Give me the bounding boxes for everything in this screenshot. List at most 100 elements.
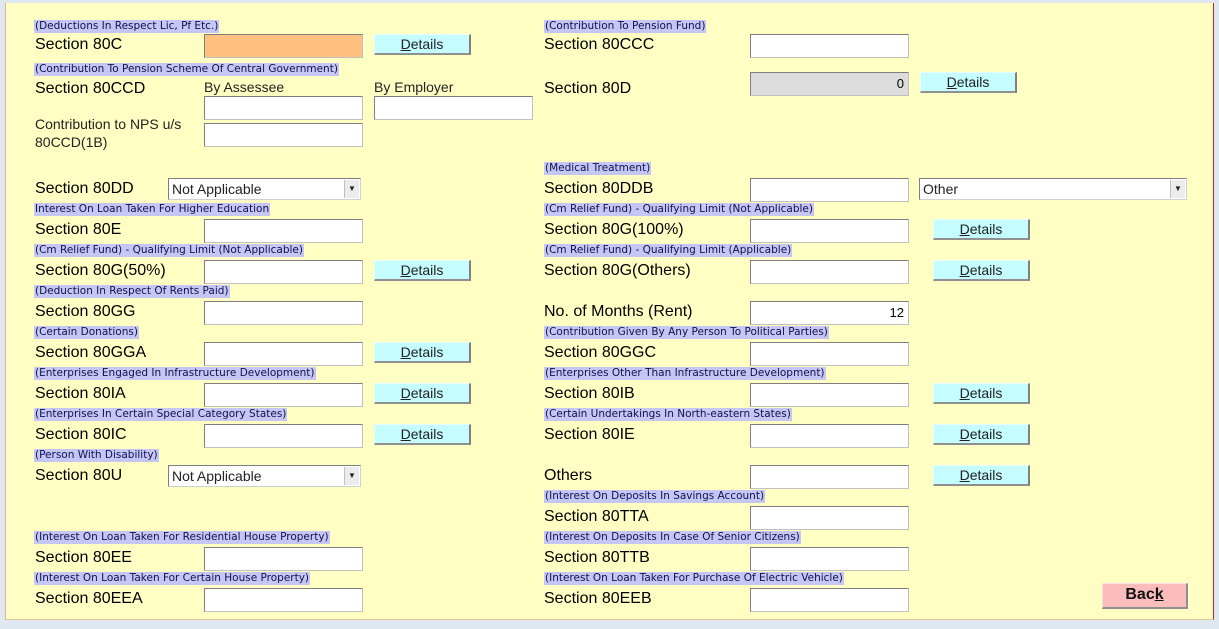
details-button-80c[interactable]: Details (374, 34, 471, 55)
label-section-80ttb: Section 80TTB (544, 549, 650, 566)
details-button-section-80g-others[interactable]: Details (933, 260, 1030, 281)
label-section-80ee: Section 80EE (35, 549, 132, 566)
label-section-80eea: Section 80EEA (35, 590, 143, 607)
chevron-down-icon[interactable]: ▼ (1170, 180, 1185, 198)
input-80ccd-by-assessee[interactable] (204, 96, 363, 120)
details-button-section-80g-50[interactable]: Details (374, 260, 471, 281)
hint-section-80g-50: (Cm Relief Fund) - Qualifying Limit (Not… (34, 244, 304, 257)
input-80ccd-1b[interactable] (204, 123, 363, 147)
details-label: Details (959, 262, 1003, 278)
label-section-80ic: Section 80IC (35, 426, 127, 443)
label-section-80gg: Section 80GG (35, 303, 136, 320)
details-label: Details (946, 74, 990, 90)
input-section-80ic[interactable] (204, 424, 363, 448)
details-button-section-80gga[interactable]: Details (374, 342, 471, 363)
input-80ccc[interactable] (750, 34, 909, 58)
label-section-80ib: Section 80IB (544, 385, 635, 402)
details-label: Details (959, 467, 1003, 483)
hint-section-80gg: (Deduction In Respect Of Rents Paid) (34, 285, 230, 298)
input-section-80e[interactable] (204, 219, 363, 243)
input-section-80eea[interactable] (204, 588, 363, 612)
details-button-others[interactable]: Details (933, 465, 1030, 486)
details-button-section-80ia[interactable]: Details (374, 383, 471, 404)
details-label: Details (959, 426, 1003, 442)
hint-section-80gga: (Certain Donations) (34, 326, 139, 339)
label-section-80ie: Section 80IE (544, 426, 635, 443)
input-section-80ib[interactable] (750, 383, 909, 407)
input-section-80tta[interactable] (750, 506, 909, 530)
label-section-80g-50: Section 80G(50%) (35, 262, 166, 279)
hint-section-80ie: (Certain Undertakings In North-eastern S… (544, 408, 792, 421)
hint-section-80ddb: (Medical Treatment) (544, 162, 652, 175)
back-button[interactable]: Back (1102, 583, 1188, 609)
select-value: Other (923, 181, 959, 197)
input-80c[interactable] (204, 34, 363, 58)
label-section-80ddb: Section 80DDB (544, 180, 654, 197)
label-80d: Section 80D (544, 80, 632, 97)
input-section-80eeb[interactable] (750, 588, 909, 612)
input-no-of-months-rent[interactable]: 12 (750, 301, 909, 325)
hint-section-80tta: (Interest On Deposits In Savings Account… (544, 490, 766, 503)
label-section-80e: Section 80E (35, 221, 122, 238)
details-label: Details (400, 344, 444, 360)
select-section-80u[interactable]: Not Applicable▼ (168, 465, 361, 487)
details-button-80d[interactable]: Details (920, 72, 1017, 93)
hint-section-80g-100: (Cm Relief Fund) - Qualifying Limit (Not… (544, 203, 814, 216)
details-label: Details (400, 36, 444, 52)
hint-section-80eea: (Interest On Loan Taken For Certain Hous… (34, 572, 311, 585)
label-80c: Section 80C (35, 36, 123, 53)
hint-section-80eeb: (Interest On Loan Taken For Purchase Of … (544, 572, 844, 585)
label-section-80dd: Section 80DD (35, 180, 134, 197)
input-80ccd-by-employer[interactable] (374, 96, 533, 120)
hint-section-80g-others: (Cm Relief Fund) - Qualifying Limit (App… (544, 244, 793, 257)
details-button-section-80ie[interactable]: Details (933, 424, 1030, 445)
input-section-80ia[interactable] (204, 383, 363, 407)
details-button-section-80ib[interactable]: Details (933, 383, 1030, 404)
hint-section-80ic: (Enterprises In Certain Special Category… (34, 408, 288, 421)
input-section-80g-100[interactable] (750, 219, 909, 243)
label-80ccd: Section 80CCD (35, 80, 146, 97)
label-section-80g-others: Section 80G(Others) (544, 262, 691, 279)
chevron-down-icon[interactable]: ▼ (344, 180, 359, 198)
hint-section-80u: (Person With Disability) (34, 449, 159, 462)
select-section-80ddb[interactable]: Other ▼ (919, 178, 1187, 200)
nps-label-line2: 80CCD(1B) (35, 134, 108, 150)
input-80d: 0 (750, 72, 909, 96)
hint-section-80ggc: (Contribution Given By Any Person To Pol… (544, 326, 829, 339)
hint-section-80ib: (Enterprises Other Than Infrastructure D… (544, 367, 826, 380)
label-section-80ggc: Section 80GGC (544, 344, 657, 361)
label-section-80g-100: Section 80G(100%) (544, 221, 684, 238)
hint-80ccd: (Contribution To Pension Scheme Of Centr… (34, 63, 339, 76)
input-others[interactable] (750, 465, 909, 489)
label-others: Others (544, 467, 593, 484)
chevron-down-icon[interactable]: ▼ (344, 467, 359, 485)
hint-80c: (Deductions In Respect Lic, Pf Etc.) (34, 20, 220, 33)
details-label: Details (400, 385, 444, 401)
select-value: Not Applicable (172, 181, 262, 197)
label-80ccc: Section 80CCC (544, 36, 655, 53)
details-button-section-80ic[interactable]: Details (374, 424, 471, 445)
input-section-80ddb[interactable] (750, 178, 909, 202)
input-section-80ttb[interactable] (750, 547, 909, 571)
input-section-80g-50[interactable] (204, 260, 363, 284)
select-section-80dd[interactable]: Not Applicable ▼ (168, 178, 361, 200)
input-section-80ie[interactable] (750, 424, 909, 448)
input-section-80gga[interactable] (204, 342, 363, 366)
back-label: Back (1125, 586, 1164, 603)
input-section-80ggc[interactable] (750, 342, 909, 366)
details-label: Details (959, 221, 1003, 237)
details-label: Details (400, 426, 444, 442)
label-section-80gga: Section 80GGA (35, 344, 147, 361)
by-assessee-label: By Assessee (204, 79, 285, 95)
by-employer-label: By Employer (374, 79, 454, 95)
input-section-80gg[interactable] (204, 301, 363, 325)
input-section-80g-others[interactable] (750, 260, 909, 284)
nps-label-line1: Contribution to NPS u/s (35, 116, 182, 132)
hint-section-80ttb: (Interest On Deposits In Case Of Senior … (544, 531, 801, 544)
details-button-section-80g-100[interactable]: Details (933, 219, 1030, 240)
hint-section-80ia: (Enterprises Engaged In Infrastructure D… (34, 367, 316, 380)
input-section-80ee[interactable] (204, 547, 363, 571)
details-label: Details (400, 262, 444, 278)
label-section-80tta: Section 80TTA (544, 508, 649, 525)
label-section-80eeb: Section 80EEB (544, 590, 652, 607)
